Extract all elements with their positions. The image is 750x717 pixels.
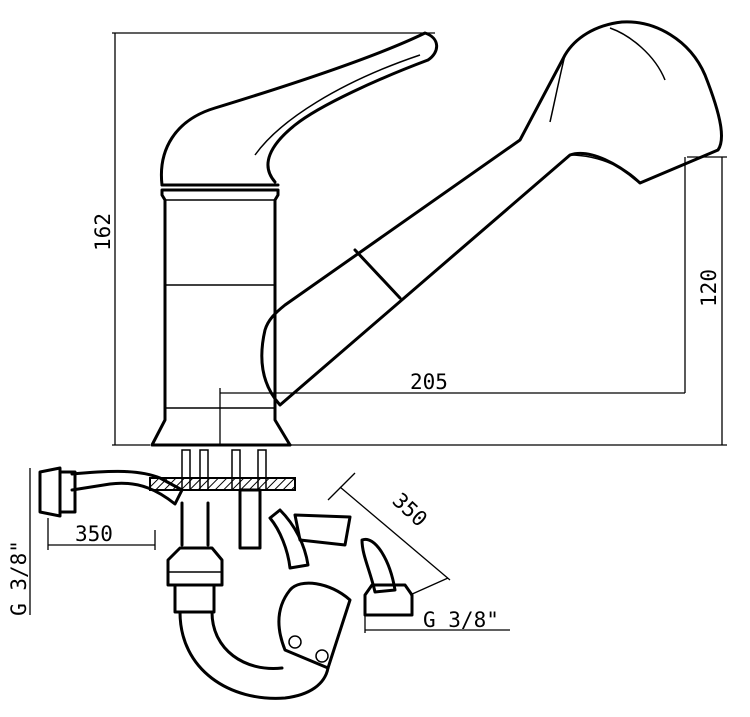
dimension-label-hose-right: 350 <box>388 488 432 531</box>
hose-left <box>70 469 184 506</box>
thread-label-right: G 3/8" <box>423 608 499 632</box>
thread-label-left: G 3/8" <box>7 540 31 616</box>
faucet-body <box>150 31 439 447</box>
dimension-label-spout-height: 120 <box>697 269 721 307</box>
hose-u-bend <box>178 610 330 700</box>
pull-out-spout <box>260 20 724 407</box>
mounting-assembly <box>38 449 414 700</box>
connector-nut-lower-left <box>166 546 224 587</box>
hose-right <box>293 513 352 547</box>
dimension-lines <box>29 32 727 633</box>
mixer-lever <box>159 31 439 187</box>
dimension-label-hose-left: 350 <box>75 522 113 546</box>
body-cylinder <box>150 188 292 447</box>
dimension-label-spout-reach: 205 <box>410 370 448 394</box>
dimension-label-height-total: 162 <box>91 213 115 251</box>
